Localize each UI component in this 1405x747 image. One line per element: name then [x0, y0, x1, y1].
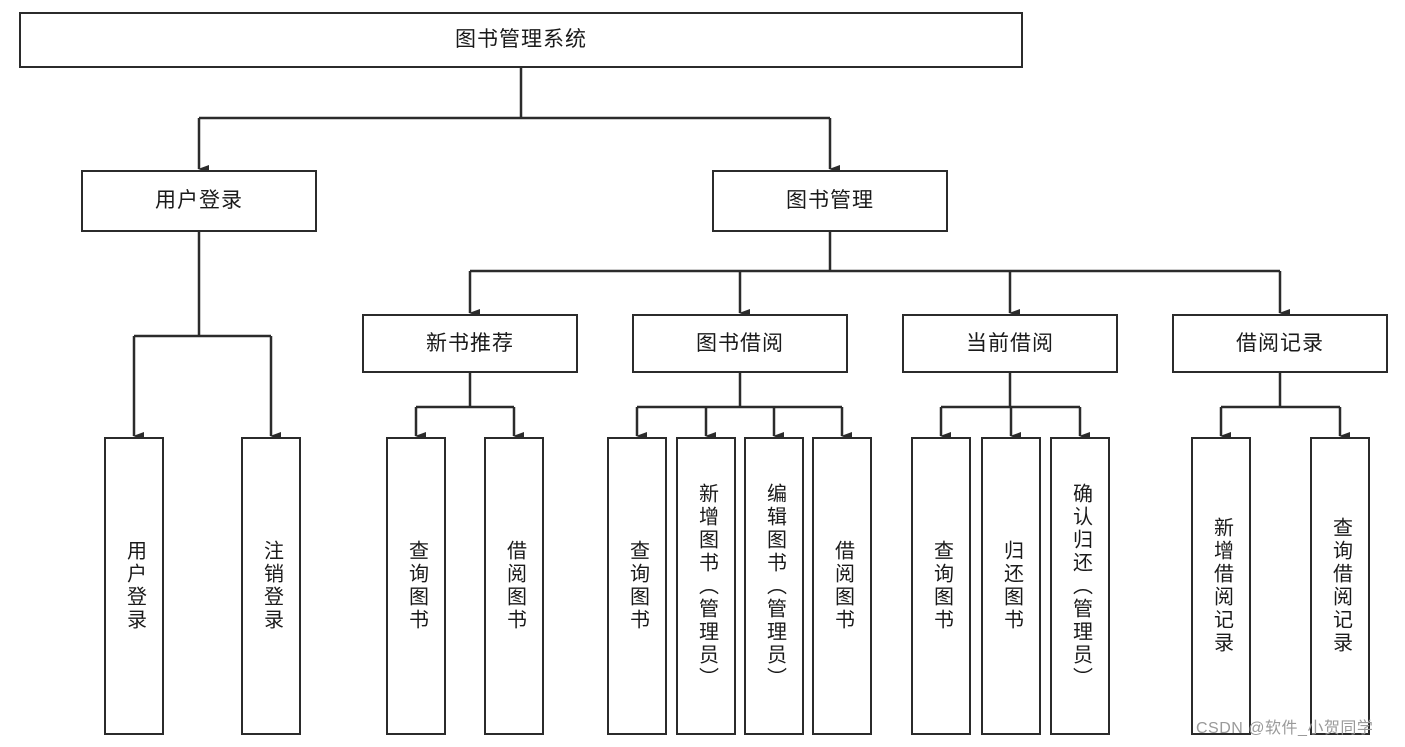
- node-borrow-record[interactable]: 借阅记录: [1172, 314, 1388, 373]
- node-leaf-edit-book[interactable]: 编辑图书（管理员）: [744, 437, 804, 735]
- node-leaf-confirm-return[interactable]: 确认归还（管理员）: [1050, 437, 1110, 735]
- node-label: 编辑图书（管理员）: [763, 482, 786, 690]
- node-book-borrow[interactable]: 图书借阅: [632, 314, 848, 373]
- node-leaf-query-book-borrow[interactable]: 查询图书: [607, 437, 667, 735]
- node-label: 新增图书（管理员）: [695, 482, 718, 690]
- node-new-book-recommend[interactable]: 新书推荐: [362, 314, 578, 373]
- node-label: 图书管理系统: [455, 28, 587, 52]
- node-label: 借阅图书: [831, 540, 854, 632]
- node-label: 用户登录: [123, 540, 146, 632]
- node-label: 查询借阅记录: [1329, 517, 1352, 655]
- node-label: 新书推荐: [426, 331, 514, 355]
- node-label: 注销登录: [260, 540, 283, 632]
- watermark-label: CSDN @软件_小贺同学: [1196, 720, 1374, 737]
- node-leaf-add-book[interactable]: 新增图书（管理员）: [676, 437, 736, 735]
- connector-lines: [132, 68, 1350, 440]
- node-label: 查询图书: [405, 540, 428, 632]
- node-leaf-query-book-cur[interactable]: 查询图书: [911, 437, 971, 735]
- node-label: 查询图书: [930, 540, 953, 632]
- node-user-login[interactable]: 用户登录: [81, 170, 317, 232]
- node-label: 确认归还（管理员）: [1069, 482, 1092, 690]
- node-current-borrow[interactable]: 当前借阅: [902, 314, 1118, 373]
- node-label: 图书借阅: [696, 331, 784, 355]
- node-leaf-borrow-book[interactable]: 借阅图书: [812, 437, 872, 735]
- node-label: 图书管理: [786, 189, 874, 213]
- node-root[interactable]: 图书管理系统: [19, 12, 1023, 68]
- node-leaf-query-record[interactable]: 查询借阅记录: [1310, 437, 1370, 735]
- node-label: 归还图书: [1000, 540, 1023, 632]
- node-label: 用户登录: [155, 189, 243, 213]
- node-book-manage[interactable]: 图书管理: [712, 170, 948, 232]
- node-label: 新增借阅记录: [1210, 517, 1233, 655]
- node-label: 当前借阅: [966, 331, 1054, 355]
- node-label: 查询图书: [626, 540, 649, 632]
- node-leaf-logout[interactable]: 注销登录: [241, 437, 301, 735]
- node-leaf-query-book-rec[interactable]: 查询图书: [386, 437, 446, 735]
- node-leaf-borrow-book-rec[interactable]: 借阅图书: [484, 437, 544, 735]
- node-label: 借阅记录: [1236, 331, 1324, 355]
- node-leaf-user-login[interactable]: 用户登录: [104, 437, 164, 735]
- node-leaf-return-book[interactable]: 归还图书: [981, 437, 1041, 735]
- node-leaf-add-record[interactable]: 新增借阅记录: [1191, 437, 1251, 735]
- node-label: 借阅图书: [503, 540, 526, 632]
